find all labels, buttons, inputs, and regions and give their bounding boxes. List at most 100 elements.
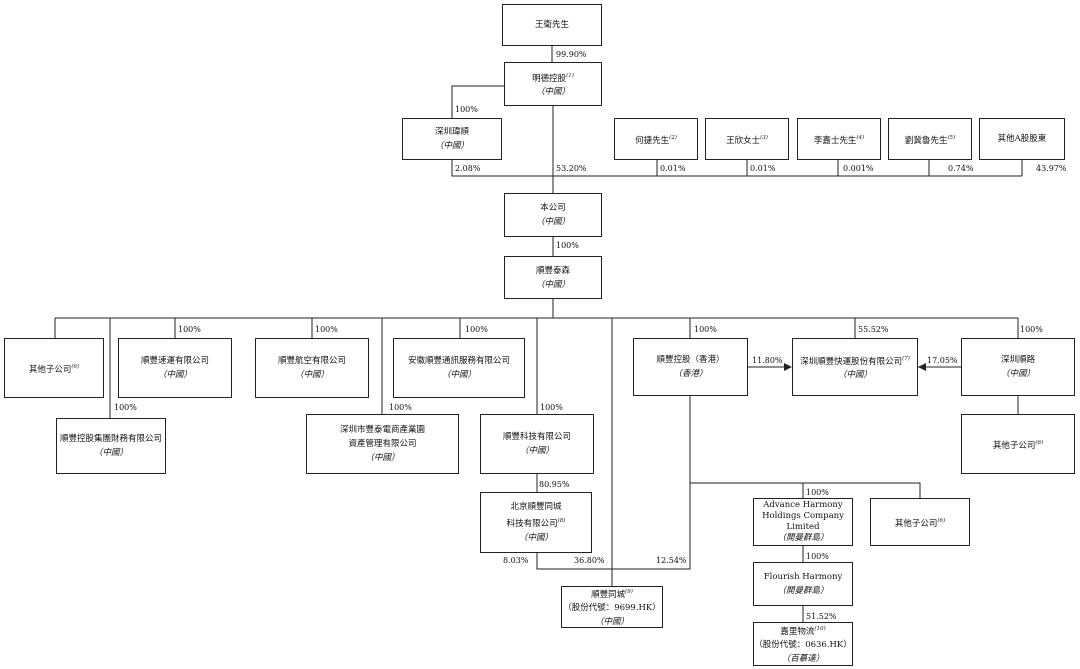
entity-name: Flourish Harmony — [763, 572, 843, 582]
entity-name: 順豐控股集團財務有限公司 — [59, 434, 162, 444]
entity-jurisdiction: （中國） — [594, 617, 629, 628]
entity-name: 李嘉士先生(4) — [813, 134, 865, 146]
entity-name: 北京順豐同城 — [510, 502, 562, 513]
entity-jurisdiction: （中國） — [535, 279, 570, 290]
pct-liu-jilu: 0.74% — [948, 164, 974, 173]
entity-stock-code: （股份代號：0636.HK） — [754, 640, 852, 651]
pct-taisen-to-express: 100% — [178, 325, 201, 334]
pct-taisen-to-shunlu: 100% — [1020, 325, 1043, 334]
entity-stock-code: （股份代號：9699.HK） — [563, 603, 661, 614]
entity-name: 深圳瑋順 — [434, 127, 469, 137]
pct-mingde-to-company: 53.20% — [556, 164, 587, 173]
entity-name: 嘉里物流(10) — [780, 625, 826, 637]
entity-jurisdiction: （中國） — [535, 87, 570, 98]
entity-li-jiashi: 李嘉士先生(4) — [797, 118, 881, 160]
entity-name: 何捷先生(2) — [635, 134, 677, 146]
entity-sf-taisen: 順豐泰森 （中國） — [504, 256, 602, 299]
entity-jurisdiction: （開曼群島） — [777, 533, 829, 543]
entity-he-jie: 何捷先生(2) — [614, 118, 698, 160]
entity-beijing-tongcheng: 北京順豐同城 科技有限公司(8) （中國） — [480, 492, 592, 553]
entity-other-a-shareholders: 其他A股股東 — [979, 118, 1065, 160]
entity-jurisdiction: （中國） — [434, 141, 469, 151]
pct-taisen-to-fengtai: 100% — [389, 403, 412, 412]
entity-sf-finance: 順豐控股集團財務有限公司 （中國） — [56, 418, 166, 474]
entity-name: 明德控股(1) — [532, 72, 574, 84]
entity-name: Advance Harmony — [763, 500, 843, 510]
entity-sf-hk: 順豐控股（香港） （香港） — [633, 338, 748, 396]
entity-name: 順豐控股（香港） — [656, 355, 725, 365]
entity-name: 順豐同城(9) — [591, 588, 633, 600]
entity-other-subsidiaries-2: 其他子公司(6) — [961, 414, 1075, 474]
pct-wang-xin: 0.01% — [750, 164, 776, 173]
entity-jurisdiction: （中國） — [365, 453, 400, 463]
entity-sf-tech: 順豐科技有限公司 （中國） — [480, 414, 594, 474]
entity-advance-harmony: Advance Harmony Holdings Company Limited… — [753, 498, 853, 546]
entity-jurisdiction: （中國） — [441, 370, 476, 380]
entity-sf-intracity: 順豐同城(9) （股份代號：9699.HK） （中國） — [561, 586, 663, 628]
entity-flourish-harmony: Flourish Harmony （開曼群島） — [753, 562, 853, 606]
entity-name: 其他子公司(6) — [992, 439, 1044, 451]
pct-taisen-to-hk: 100% — [694, 325, 717, 334]
entity-jurisdiction: （百慕達） — [781, 654, 825, 665]
pct-shunlu-to-kuaiyun: 17.05% — [927, 356, 958, 365]
entity-mingde: 明德控股(1) （中國） — [504, 62, 602, 106]
pct-li-jiashi: 0.001% — [843, 164, 874, 173]
entity-jurisdiction: （中國） — [1000, 369, 1035, 379]
entity-name: 劉冀魯先生(5) — [904, 134, 956, 146]
pct-hk-to-advance: 100% — [806, 488, 829, 497]
pct-company-to-taisen: 100% — [556, 241, 579, 250]
entity-jurisdiction: （中國） — [157, 370, 192, 380]
entity-name: 其他A股股東 — [997, 134, 1047, 144]
entity-name: 其他子公司(6) — [894, 517, 946, 529]
pct-taisen-to-kuaiyun: 55.52% — [858, 325, 889, 334]
entity-other-subsidiaries-1: 其他子公司(6) — [4, 338, 104, 398]
entity-jurisdiction: （中國） — [837, 370, 872, 381]
entity-name-line2: 資產管理有限公司 — [348, 439, 417, 449]
entity-other-subsidiaries-3: 其他子公司(6) — [870, 498, 970, 546]
entity-jurisdiction: （中國） — [518, 532, 553, 543]
pct-hk-to-kuaiyun: 11.80% — [752, 356, 783, 365]
entity-jurisdiction: （中國） — [93, 448, 128, 458]
pct-wang-to-mingde: 99.90% — [556, 50, 587, 59]
entity-name: 深圳順路 — [1000, 355, 1035, 365]
entity-name: 深圳順豐快運股份有限公司(7) — [800, 355, 910, 367]
pct-mingde-to-weishun: 100% — [455, 105, 478, 114]
entity-wang-xin: 王欣女士(3) — [705, 118, 789, 160]
entity-shenzhen-sf-kuaiyun: 深圳順豐快運股份有限公司(7) （中國） — [792, 338, 918, 396]
entity-jurisdiction: （中國） — [294, 370, 329, 380]
pct-taisen-to-airlines: 100% — [315, 325, 338, 334]
entity-shenzhen-weishun: 深圳瑋順 （中國） — [402, 118, 502, 160]
pct-taisen-to-intracity: 36.80% — [574, 556, 605, 565]
pct-weishun-to-company: 2.08% — [455, 164, 481, 173]
entity-name: 順豐泰森 — [535, 265, 570, 276]
entity-jurisdiction: （香港） — [673, 369, 708, 379]
entity-name: 順豐速運有限公司 — [140, 356, 209, 366]
entity-name-line3: Limited — [786, 522, 820, 532]
pct-hk-to-intracity: 12.54% — [656, 556, 687, 565]
entity-jurisdiction: （中國） — [535, 217, 570, 227]
entity-company: 本公司 （中國） — [504, 193, 602, 237]
pct-flourish-to-kerry: 51.52% — [806, 612, 837, 621]
entity-shenzhen-fengtai: 深圳市豐泰電商產業園 資產管理有限公司 （中國） — [306, 414, 459, 474]
entity-name-line2: 科技有限公司(8) — [506, 518, 566, 529]
entity-kerry-logistics: 嘉里物流(10) （股份代號：0636.HK） （百慕達） — [753, 622, 853, 666]
entity-jurisdiction: （中國） — [519, 446, 554, 456]
entity-name: 順豐科技有限公司 — [502, 432, 571, 442]
pct-tech-to-beijing: 80.95% — [539, 480, 570, 489]
entity-name: 安徽順豐通訊服務有限公司 — [407, 356, 510, 366]
pct-other-a: 43.97% — [1036, 164, 1067, 173]
entity-name: 王欣女士(3) — [726, 134, 768, 146]
entity-name: 深圳市豐泰電商產業園 — [339, 425, 425, 435]
pct-he-jie: 0.01% — [660, 164, 686, 173]
entity-name-line2: Holdings Company — [762, 511, 844, 521]
pct-taisen-to-finance: 100% — [114, 403, 137, 412]
entity-anhui-sf: 安徽順豐通訊服務有限公司 （中國） — [393, 338, 525, 398]
entity-name: 本公司 — [540, 203, 566, 213]
entity-sf-airlines: 順豐航空有限公司 （中國） — [255, 338, 369, 398]
entity-liu-jilu: 劉冀魯先生(5) — [888, 118, 972, 160]
entity-shenzhen-shunlu: 深圳順路 （中國） — [961, 338, 1075, 396]
pct-taisen-to-tech: 100% — [540, 403, 563, 412]
entity-sf-express: 順豐速運有限公司 （中國） — [118, 338, 232, 398]
entity-wang-wei: 王衛先生 — [502, 4, 602, 46]
entity-jurisdiction: （開曼群島） — [777, 586, 829, 596]
